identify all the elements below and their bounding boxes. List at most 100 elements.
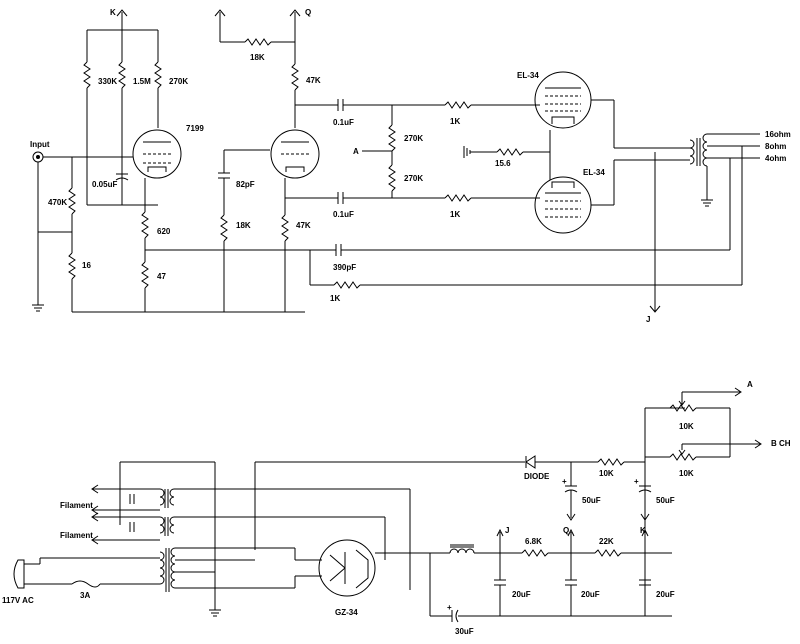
rectifier-label: GZ-34 bbox=[335, 608, 358, 617]
capacitor-50uf-a-label: 50uF bbox=[582, 496, 601, 505]
ground-symbol bbox=[463, 146, 471, 158]
psu-q-label: Q bbox=[563, 526, 569, 535]
resistor-270k-bias-top: 270K bbox=[388, 124, 423, 152]
net-k-label: K bbox=[110, 8, 116, 17]
choke bbox=[449, 544, 475, 554]
power-supply-section: 10K A 10K B CH DIODE 10K bbox=[2, 380, 791, 636]
capacitor-0-1uf-bottom: 0.1uF bbox=[333, 192, 354, 219]
resistor-6-8k-label: 6.8K bbox=[525, 537, 542, 546]
resistor-1k-grid-bottom-label: 1K bbox=[450, 210, 460, 219]
psu-k-label: K bbox=[640, 526, 646, 535]
plus-mark: + bbox=[634, 477, 639, 486]
resistor-620-label: 620 bbox=[157, 227, 171, 236]
diode-label: DIODE bbox=[524, 472, 550, 481]
tube-el34-bottom: EL-34 bbox=[534, 168, 605, 234]
resistor-18k-plate-label: 18K bbox=[236, 221, 251, 230]
capacitor-20uf-c: 20uF bbox=[639, 579, 675, 599]
resistor-6-8k: 6.8K bbox=[521, 537, 549, 557]
net-q-label: Q bbox=[305, 8, 311, 17]
resistor-47: 47 bbox=[141, 261, 166, 289]
resistor-15-6: 15.6 bbox=[495, 148, 524, 168]
ground-symbol bbox=[209, 609, 221, 617]
ground-symbol bbox=[32, 304, 44, 312]
resistor-620: 620 bbox=[141, 211, 171, 239]
capacitor-20uf-c-label: 20uF bbox=[656, 590, 675, 599]
capacitor-0-1uf-top-label: 0.1uF bbox=[333, 118, 354, 127]
potentiometer-10k-a[interactable]: 10K bbox=[669, 398, 697, 431]
power-transformer bbox=[159, 547, 176, 592]
capacitor-0-1uf-top: 0.1uF bbox=[333, 99, 354, 127]
net-j-label: J bbox=[646, 315, 650, 324]
net-q-terminal: Q bbox=[289, 8, 311, 42]
net-a-label: A bbox=[353, 147, 359, 156]
resistor-270k-plate1: 270K bbox=[154, 61, 188, 89]
tube-7199: 7199 bbox=[132, 124, 204, 179]
output-4ohm-label: 4ohm bbox=[765, 154, 786, 163]
resistor-47k-cathode: 47K bbox=[281, 214, 311, 242]
output-8ohm-label: 8ohm bbox=[765, 142, 786, 151]
resistor-47k-plate2-label: 47K bbox=[306, 76, 321, 85]
filament-2-label: Filament bbox=[60, 531, 93, 540]
resistor-10k-bias-label: 10K bbox=[599, 469, 614, 478]
capacitor-390pf-label: 390pF bbox=[333, 263, 356, 272]
resistor-18k-plate: 18K bbox=[220, 214, 251, 242]
tube-el34-top-label: EL-34 bbox=[517, 71, 539, 80]
resistor-1k-feedback: 1K bbox=[330, 281, 361, 303]
resistor-330k-label: 330K bbox=[98, 77, 117, 86]
input-jack[interactable]: Input bbox=[30, 140, 50, 163]
resistor-16: 16 bbox=[68, 252, 91, 280]
psu-j-label: J bbox=[505, 526, 509, 535]
resistor-1k-grid-bottom: 1K bbox=[444, 194, 472, 219]
rectifier-gz34: GZ-34 bbox=[318, 539, 376, 617]
resistor-270k-bias-top-label: 270K bbox=[404, 134, 423, 143]
capacitor-82pf-label: 82pF bbox=[236, 180, 255, 189]
resistor-270k-bias-bottom: 270K bbox=[388, 164, 423, 192]
resistor-47k-plate2: 47K bbox=[291, 63, 321, 91]
potentiometer-10k-b[interactable]: 10K bbox=[669, 449, 697, 478]
diode: DIODE bbox=[524, 455, 550, 481]
resistor-47k-cathode-label: 47K bbox=[296, 221, 311, 230]
resistor-47-label: 47 bbox=[157, 272, 166, 281]
capacitor-0-05uf: 0.05uF bbox=[92, 173, 129, 189]
net-k-terminal: K bbox=[110, 8, 128, 30]
capacitor-0-1uf-bottom-label: 0.1uF bbox=[333, 210, 354, 219]
resistor-270k-bias-bottom-label: 270K bbox=[404, 174, 423, 183]
capacitor-50uf-b: + 50uF bbox=[634, 477, 675, 505]
fuse-3a: 3A bbox=[71, 580, 101, 600]
filament-transformer-1 bbox=[129, 488, 175, 508]
tube-7199-label: 7199 bbox=[186, 124, 204, 133]
filament-1-label: Filament bbox=[60, 501, 93, 510]
resistor-470k-label: 470K bbox=[48, 198, 67, 207]
potentiometer-10k-a-label: 10K bbox=[679, 422, 694, 431]
tube-phase-inverter bbox=[270, 129, 320, 179]
output-16ohm-label: 16ohm bbox=[765, 130, 791, 139]
capacitor-30uf-label: 30uF bbox=[455, 627, 474, 636]
amplifier-section: K 330K 1.5M 270K 7199 bbox=[30, 8, 791, 324]
resistor-15-6-label: 15.6 bbox=[495, 159, 511, 168]
capacitor-20uf-a-label: 20uF bbox=[512, 590, 531, 599]
capacitor-20uf-b-label: 20uF bbox=[581, 590, 600, 599]
resistor-1k-feedback-label: 1K bbox=[330, 294, 340, 303]
ground-symbol bbox=[701, 199, 713, 207]
capacitor-20uf-b: 20uF bbox=[565, 579, 600, 599]
resistor-1k-grid-top-label: 1K bbox=[450, 117, 460, 126]
capacitor-50uf-a: + 50uF bbox=[562, 477, 601, 505]
resistor-1m5: 1.5M bbox=[118, 61, 151, 89]
resistor-22k-label: 22K bbox=[599, 537, 614, 546]
tube-el34-top: EL-34 bbox=[517, 71, 592, 129]
resistor-22k: 22K bbox=[594, 537, 622, 557]
resistor-16-label: 16 bbox=[82, 261, 91, 270]
resistor-18k-supply-label: 18K bbox=[250, 53, 265, 62]
capacitor-0-05uf-label: 0.05uF bbox=[92, 180, 117, 189]
plus-mark: + bbox=[562, 477, 567, 486]
resistor-330k: 330K bbox=[83, 61, 117, 89]
output-transformer bbox=[689, 133, 708, 167]
resistor-1k-grid-top: 1K bbox=[444, 101, 472, 126]
capacitor-50uf-b-label: 50uF bbox=[656, 496, 675, 505]
plus-mark: + bbox=[447, 603, 452, 612]
resistor-18k-supply: 18K bbox=[244, 38, 272, 62]
input-label: Input bbox=[30, 140, 50, 149]
ac-plug: 117V AC bbox=[2, 559, 34, 605]
tube-el34-bottom-label: EL-34 bbox=[583, 168, 605, 177]
capacitor-30uf: + 30uF bbox=[447, 603, 474, 636]
